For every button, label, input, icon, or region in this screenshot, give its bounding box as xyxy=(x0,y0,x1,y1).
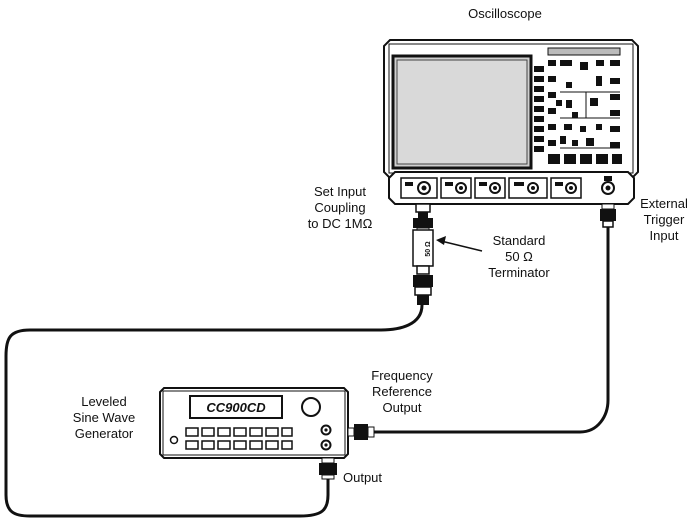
generator-knob xyxy=(301,397,321,417)
generator-display xyxy=(189,395,283,419)
set-input-coupling-label: Set Input Coupling to DC 1MΩ xyxy=(307,184,373,231)
channel-2-input[interactable] xyxy=(440,177,472,199)
external-trigger-label: External Trigger Input xyxy=(640,196,688,243)
oscilloscope xyxy=(383,39,639,179)
generator-display-text: CC900CD xyxy=(206,400,266,415)
terminator-label: Standard 50 Ω Terminator xyxy=(488,233,550,280)
channel-5-input[interactable] xyxy=(550,177,582,199)
channel-3-input[interactable] xyxy=(474,177,506,199)
generator-power-button xyxy=(169,435,179,445)
oscilloscope-input-panel xyxy=(388,171,635,205)
output-label: Output xyxy=(343,470,383,485)
sine-wave-generator: CC900CD xyxy=(159,387,349,459)
generator-label: Leveled Sine Wave Generator xyxy=(72,394,136,441)
generator-output-connector[interactable] xyxy=(319,457,337,480)
terminator-arrow xyxy=(440,240,483,252)
terminator-body-label: 50 Ω xyxy=(425,241,432,257)
channel-cable xyxy=(412,203,434,305)
external-trigger-connector[interactable] xyxy=(601,176,615,195)
oscilloscope-label: Oscilloscope xyxy=(468,6,542,21)
cable-reference-to-trigger xyxy=(372,227,610,434)
frequency-reference-label: Frequency Reference Output xyxy=(371,368,433,415)
trigger-cable xyxy=(600,203,616,228)
channel-4-input[interactable] xyxy=(508,177,548,199)
generator-keypad xyxy=(185,427,293,450)
cable-generator-to-scope xyxy=(4,304,424,518)
channel-1-input[interactable] xyxy=(400,177,438,199)
generator-output-jacks xyxy=(320,424,332,451)
reference-output-connector[interactable] xyxy=(347,424,375,440)
